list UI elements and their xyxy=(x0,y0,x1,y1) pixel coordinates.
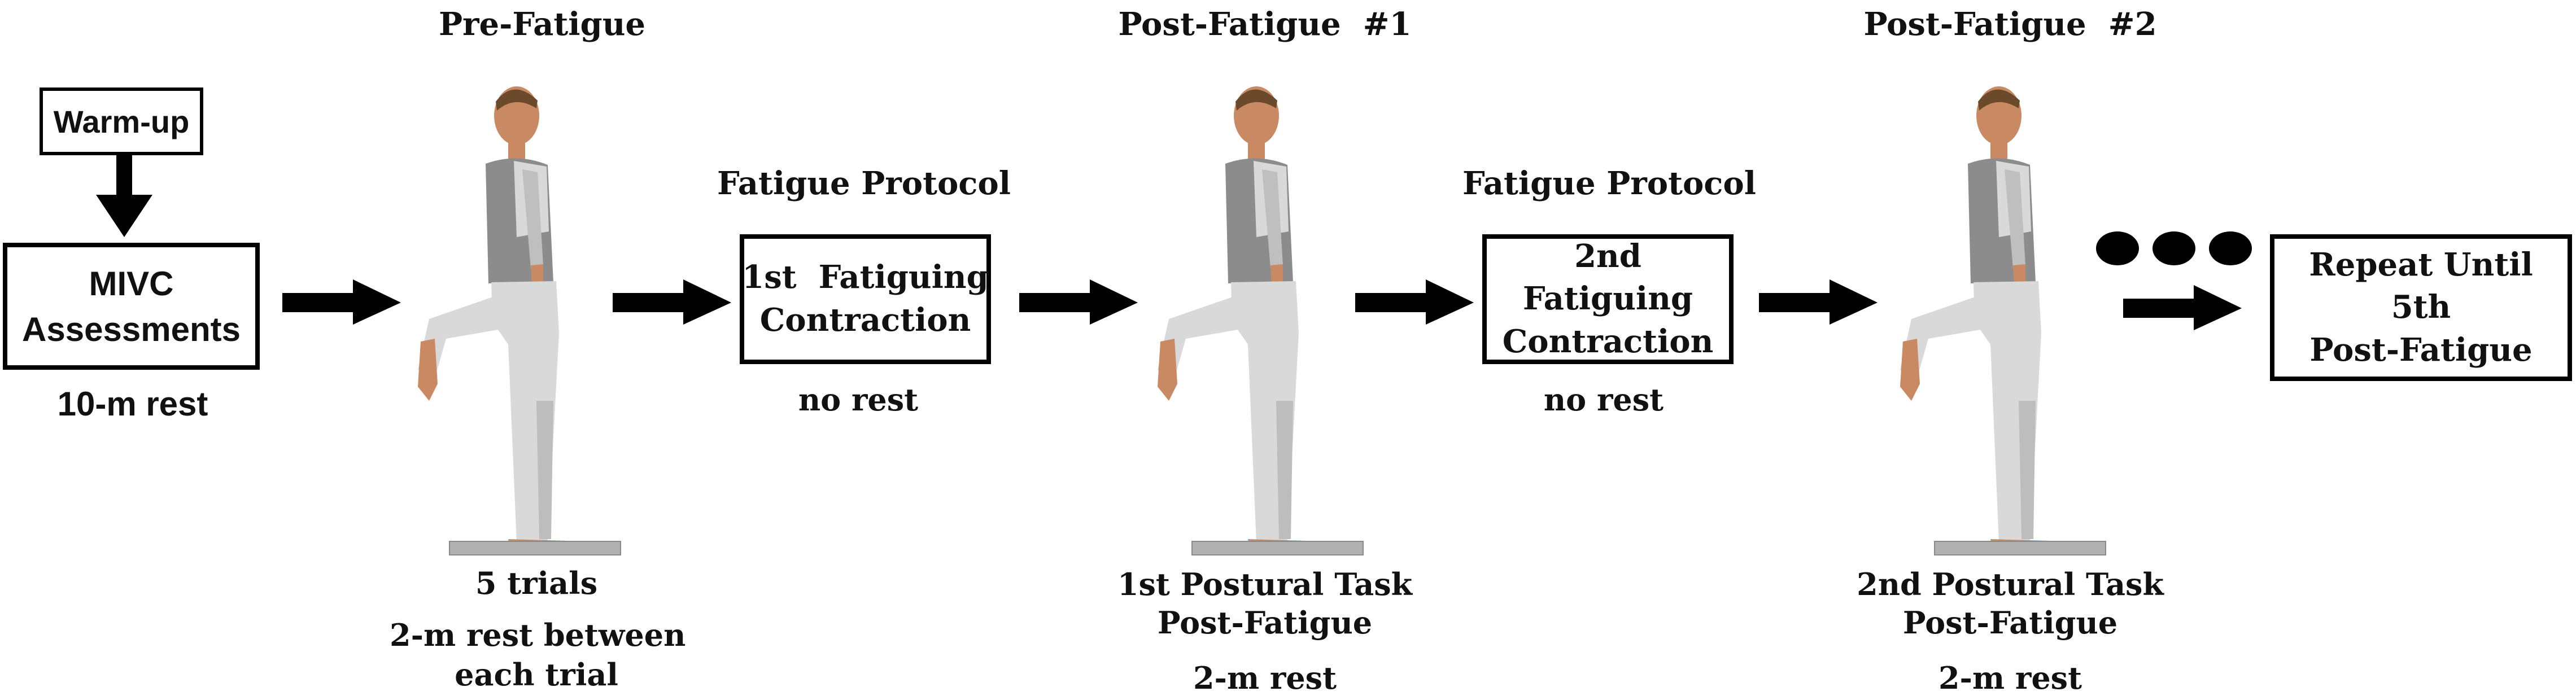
ellipsis-dots-icon xyxy=(2096,231,2252,265)
protocol1-box-line1: 1st Fatiguing xyxy=(742,259,989,296)
standing-figure-icon xyxy=(1900,86,2050,554)
platform xyxy=(449,541,621,555)
arrow-right-icon xyxy=(2123,285,2242,330)
protocol2-rest: no rest xyxy=(1543,382,1664,418)
protocol1-box-line2: Contraction xyxy=(759,301,971,339)
stage2-task-line1: 1st Postural Task xyxy=(1117,566,1413,602)
arrow-right-icon xyxy=(282,279,401,325)
stage1-title: Pre-Fatigue xyxy=(438,6,646,43)
protocol2-box-line2: Contraction xyxy=(1502,322,1714,360)
standing-figure-icon xyxy=(1158,86,1307,554)
stage2-title: Post-Fatigue #1 xyxy=(1118,6,1412,43)
warmup-box: Warm-up xyxy=(40,88,203,155)
stage1-rest-line2: each trial xyxy=(455,657,618,693)
stage3-rest: 2-m rest xyxy=(1938,660,2082,696)
warmup-label: Warm-up xyxy=(53,103,190,139)
stage3-title: Post-Fatigue #2 xyxy=(1863,6,2157,43)
repeat-line2: Post-Fatigue xyxy=(2309,331,2533,369)
protocol1-title: Fatigue Protocol xyxy=(717,165,1011,202)
protocol2-box-line1: 2nd Fatiguing xyxy=(1522,237,1693,318)
platform xyxy=(1191,541,1364,555)
protocol2-title: Fatigue Protocol xyxy=(1462,165,1757,202)
stage3-task-line2: Post-Fatigue xyxy=(1902,604,2118,641)
stage1-trials: 5 trials xyxy=(475,565,598,601)
mivc-rest-label: 10-m rest xyxy=(57,385,208,423)
stage1-rest: 2-m rest between each trial xyxy=(390,615,686,694)
mivc-box: MIVC Assessments xyxy=(3,243,260,370)
stage3-task-line1: 2nd Postural Task xyxy=(1857,566,2164,602)
arrow-right-icon xyxy=(1019,279,1138,325)
protocol1-rest: no rest xyxy=(798,382,919,418)
repeat-box: Repeat Until 5th Post-Fatigue xyxy=(2270,234,2572,381)
arrow-right-icon xyxy=(613,279,731,325)
stage2-task: 1st Postural Task Post-Fatigue xyxy=(1107,566,1423,642)
standing-figure-icon xyxy=(418,86,567,554)
arrow-right-icon xyxy=(1759,279,1878,325)
stage1-rest-line1: 2-m rest between xyxy=(390,617,686,653)
protocol2-box: 2nd Fatiguing Contraction xyxy=(1482,234,1734,364)
mivc-label-line2: Assessments xyxy=(22,310,241,348)
stage2-rest: 2-m rest xyxy=(1193,660,1337,696)
arrow-right-icon xyxy=(1355,279,1474,325)
repeat-line1: Repeat Until 5th xyxy=(2309,246,2533,326)
stage2-task-line2: Post-Fatigue xyxy=(1157,604,1373,641)
arrow-down-icon xyxy=(96,155,152,237)
protocol1-box: 1st Fatiguing Contraction xyxy=(740,234,991,364)
stage3-task: 2nd Postural Task Post-Fatigue xyxy=(1852,566,2168,642)
mivc-label-line1: MIVC xyxy=(89,264,174,303)
platform xyxy=(1934,541,2106,555)
